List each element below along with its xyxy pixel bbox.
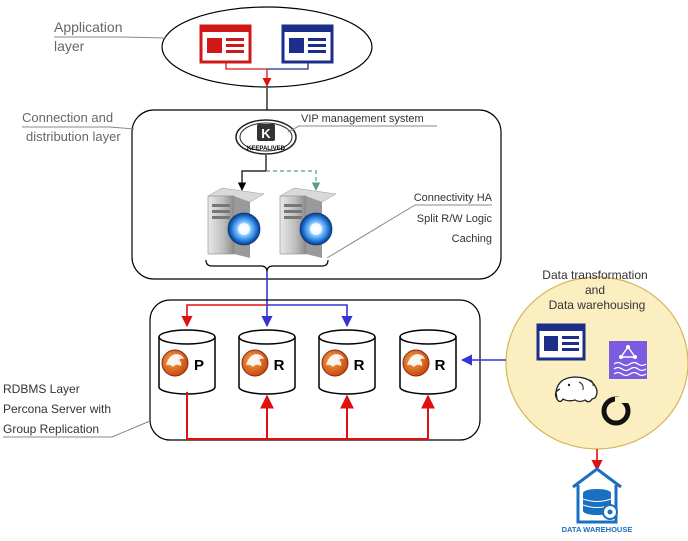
split-rw-label: Split R/W Logic [417,213,493,225]
vip-management-label: VIP management system [301,113,424,125]
connectivity-ha-label: Connectivity HA [414,192,493,204]
connection-layer: K KEEPALIVED VIP management system [131,109,502,280]
data-transform-line3: Data warehousing [549,298,646,312]
database-node: R [399,329,457,395]
keepalived-to-server2-arrow [266,170,321,191]
application-window-icon [536,323,586,361]
application-layer-label: Application layer [54,19,167,54]
keepalived-logo-icon: K KEEPALIVED [235,119,297,155]
application-layer-label-line1: Application [54,19,123,35]
percona-database-icon [241,349,269,377]
database-role-label: R [435,357,446,374]
database-role-label: R [354,357,365,374]
server-icon [207,187,265,258]
svg-text:K: K [261,126,271,141]
snowflake-ring-icon [601,396,631,426]
application-window-icon-blue [281,24,334,64]
data-transformation: Data transformation and Data warehousing [505,268,688,450]
hadoop-elephant-icon [554,376,598,403]
rdbms-label-line1: RDBMS Layer [3,382,80,396]
percona-database-icon [402,349,430,377]
rdbms-label-line3: Group Replication [3,422,99,436]
data-transform-line2: and [585,283,605,297]
rdbms-layer-label: RDBMS Layer Percona Server with Group Re… [3,382,151,438]
application-layer-label-line2: layer [54,38,85,54]
keepalived-to-server1-arrow [237,155,267,191]
caching-label: Caching [452,233,492,245]
connection-layer-label: Connection and distribution layer [22,110,135,144]
distribution-arrows [181,272,353,328]
kinesis-icon [609,341,647,379]
application-layer [161,6,373,119]
percona-database-icon [161,349,189,377]
database-node: R [318,329,376,395]
rdbms-label-line2: Percona Server with [3,402,111,416]
connection-layer-label-line1: Connection and [22,110,113,125]
app-blue-connector [267,63,309,70]
data-warehouse-label: DATA WAREHOUSE [562,525,633,534]
database-node: P [158,329,216,395]
database-node: R [238,329,296,395]
keepalived-text: KEEPALIVED [247,146,286,152]
app-red-connector [225,63,267,70]
data-warehouse-icon: DATA WAREHOUSE [562,467,633,534]
application-window-icon-red [199,24,252,64]
replication-lines [186,392,429,440]
data-transform-line1: Data transformation [542,268,647,282]
database-role-label: R [274,357,285,374]
database-role-label: P [194,357,204,374]
connection-layer-label-line2: distribution layer [26,129,121,144]
server-icon [279,187,337,258]
percona-database-icon [321,349,349,377]
